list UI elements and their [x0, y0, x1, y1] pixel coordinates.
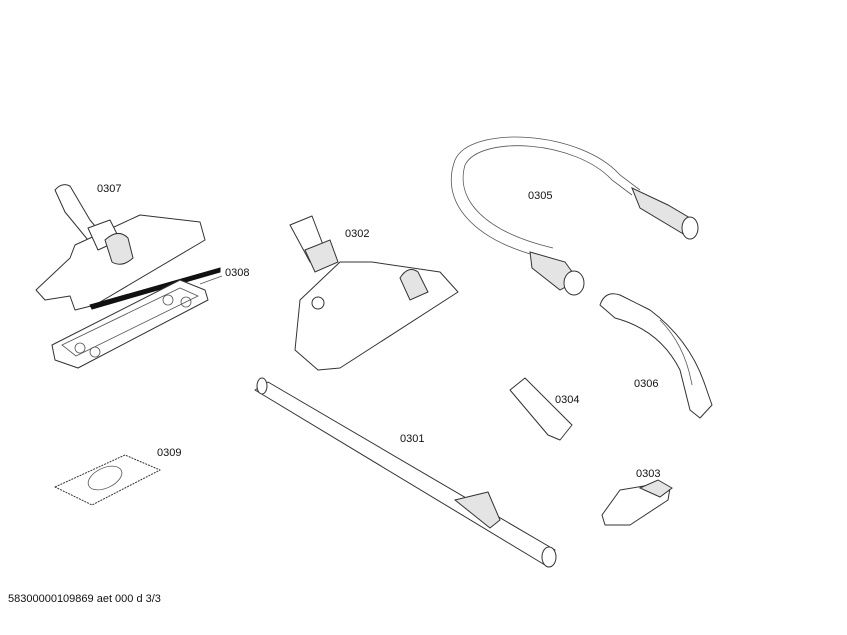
part-0305-hose[interactable] [450, 136, 699, 296]
label-0301: 0301 [400, 433, 424, 445]
drawing-reference-footer: 58300000109869 aet 000 d 3/3 [8, 593, 161, 605]
label-0303: 0303 [636, 468, 660, 480]
label-0309: 0309 [157, 447, 181, 459]
label-0306: 0306 [634, 378, 658, 390]
label-0305: 0305 [528, 190, 552, 202]
part-0301-telescopic-tube[interactable] [254, 377, 557, 568]
part-0307-floor-nozzle[interactable] [35, 184, 221, 311]
part-0308-base-plate[interactable] [51, 275, 223, 369]
part-0309-dust-bag[interactable] [54, 454, 161, 506]
label-0302: 0302 [345, 228, 369, 240]
label-0308: 0308 [225, 267, 249, 279]
part-0304-crevice-tool[interactable] [509, 377, 573, 441]
label-0307: 0307 [97, 183, 121, 195]
part-0306-handle[interactable] [599, 293, 713, 419]
part-0302-floor-nozzle[interactable] [289, 215, 459, 371]
part-0303-upholstery-tool[interactable] [601, 479, 673, 526]
label-0304: 0304 [555, 394, 579, 406]
